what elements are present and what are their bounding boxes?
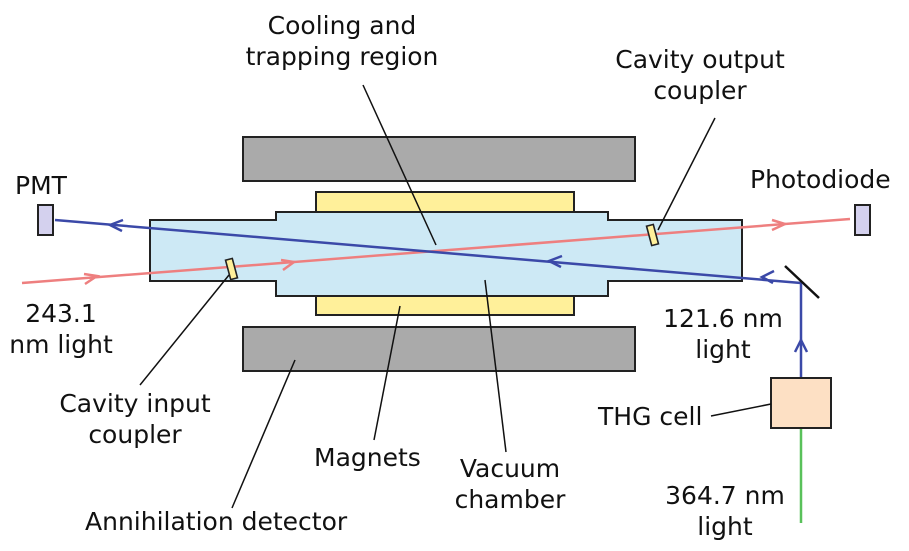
leader-annihilation	[231, 359, 296, 509]
label-pmt: PMT	[15, 171, 67, 200]
bottom-gray-magnet	[242, 326, 636, 372]
label-243-light: 243.1 nm light	[0, 298, 122, 360]
label-vacuum-chamber: Vacuum chamber	[440, 453, 580, 515]
label-output-line2: coupler	[653, 76, 747, 105]
blue-arrowhead-vertical	[793, 337, 809, 353]
label-121-line2: light	[695, 335, 751, 364]
blue-arrowhead-2	[545, 254, 563, 269]
label-cooling-region: Cooling and trapping region	[232, 10, 452, 72]
top-gray-magnet	[242, 136, 636, 182]
thg-cell-box	[770, 377, 832, 429]
label-output-line1: Cavity output	[615, 45, 785, 74]
red-arrowhead-2	[280, 258, 298, 272]
label-cooling-line1: Cooling and	[267, 11, 417, 40]
leader-magnets	[373, 305, 401, 441]
label-annihilation-detector: Annihilation detector	[85, 507, 348, 536]
pmt-detector	[37, 204, 54, 236]
leader-cooling	[362, 84, 437, 246]
label-cavity-input-coupler: Cavity input coupler	[35, 388, 235, 450]
label-243-line2: nm light	[9, 330, 113, 359]
mirror	[784, 265, 820, 299]
label-364-line1: 364.7 nm	[665, 481, 785, 510]
label-vacuum-line1: Vacuum	[459, 454, 561, 483]
leader-thg	[710, 403, 772, 417]
cavity-input-coupler	[224, 257, 239, 281]
label-364-light: 364.7 nm light	[660, 480, 790, 542]
leader-vacuum	[484, 279, 507, 453]
label-cavity-output-coupler: Cavity output coupler	[600, 44, 800, 106]
red-arrowhead-3	[771, 218, 789, 232]
red-arrowhead-1	[83, 272, 101, 286]
label-364-line2: light	[697, 512, 753, 541]
leader-input-coupler	[139, 274, 230, 386]
blue-arrowhead-1	[106, 218, 124, 233]
label-magnets: Magnets	[314, 443, 421, 472]
label-vacuum-line2: chamber	[454, 485, 566, 514]
label-input-line2: coupler	[88, 420, 182, 449]
label-243-line1: 243.1	[25, 299, 97, 328]
blue-beam-121nm	[54, 218, 802, 285]
label-input-line1: Cavity input	[59, 389, 211, 418]
label-121-light: 121.6 nm light	[658, 303, 788, 365]
bottom-yellow-magnet	[315, 294, 575, 316]
top-yellow-magnet	[315, 191, 575, 213]
label-thg-cell: THG cell	[598, 402, 703, 431]
photodiode-detector	[854, 204, 871, 236]
cavity-output-coupler	[645, 223, 660, 247]
label-cooling-line2: trapping region	[245, 42, 439, 71]
label-photodiode: Photodiode	[750, 165, 891, 194]
label-121-line1: 121.6 nm	[663, 304, 783, 333]
leader-output-coupler	[657, 117, 716, 231]
blue-arrowhead-3	[759, 269, 775, 285]
